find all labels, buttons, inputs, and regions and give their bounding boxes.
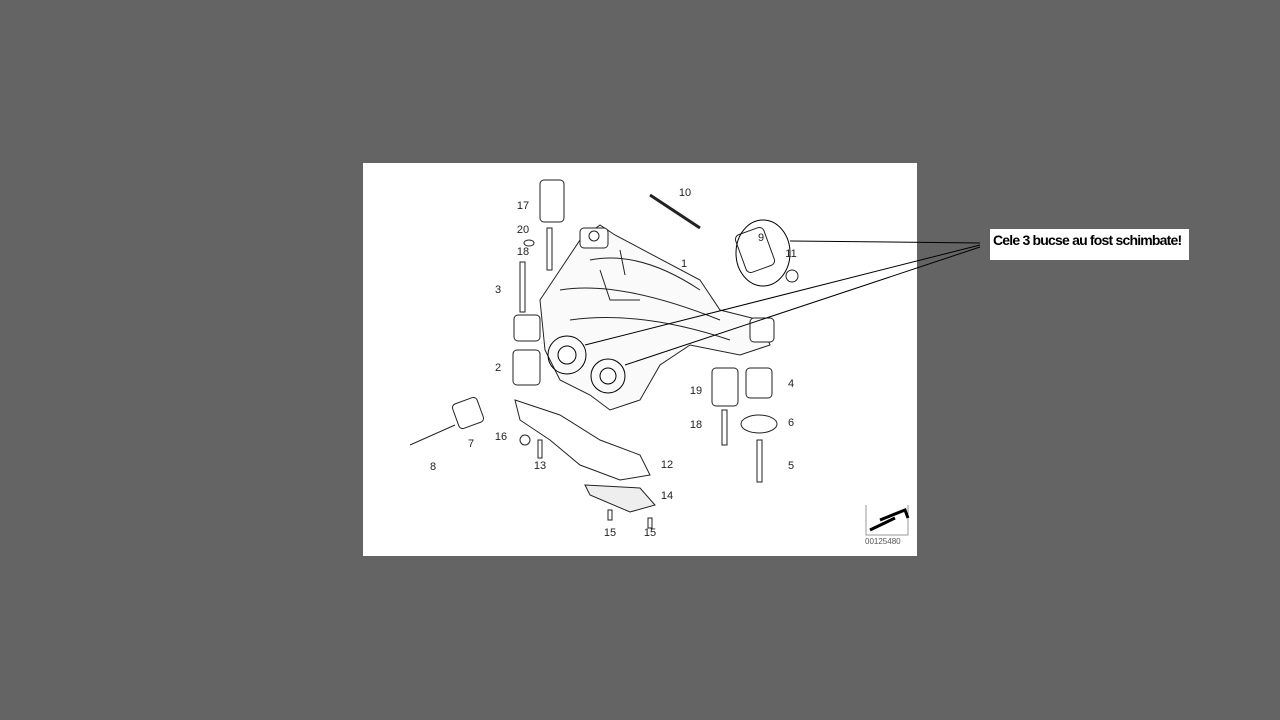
part-15a (607, 509, 613, 521)
part-12 (514, 399, 651, 481)
part-2 (512, 349, 541, 386)
part-label: 9 (757, 232, 765, 244)
part-label: 1 (680, 258, 688, 270)
bushings (409, 179, 799, 529)
part-16 (519, 434, 531, 446)
highlight-circles (547, 219, 791, 394)
highlight-circle-bushing-rear (590, 358, 626, 394)
part-label: 3 (494, 284, 502, 296)
part-15b (647, 517, 653, 529)
part-8-bolt (409, 424, 456, 446)
part-11 (785, 269, 799, 283)
part-10-bolt (649, 193, 701, 230)
part-label: 19 (689, 385, 703, 397)
part-label: 6 (787, 417, 795, 429)
part-label: 15 (643, 527, 657, 539)
part-label: 10 (678, 187, 692, 199)
part-6 (740, 414, 778, 434)
bushing-upper (513, 314, 541, 342)
part-14 (584, 484, 656, 513)
part-label: 12 (660, 459, 674, 471)
highlight-circle-bushing-front (547, 335, 587, 375)
part-label: 20 (516, 224, 530, 236)
part-label: 11 (785, 248, 797, 260)
rear-subframe (539, 224, 771, 411)
part-label: 16 (494, 431, 508, 443)
callout-annotation: Cele 3 bucse au fost schimbate! (990, 229, 1189, 260)
part-label: 18 (689, 419, 703, 431)
part-18-bolt (546, 227, 553, 271)
highlight-circle-part-9 (735, 219, 791, 287)
part-18b-bolt (721, 409, 728, 446)
part-label: 4 (787, 378, 795, 390)
part-label: 5 (787, 460, 795, 472)
part-9 (734, 226, 776, 274)
part-label: 7 (467, 438, 475, 450)
part-label: 13 (533, 460, 547, 472)
diagram-number: 00125480 (865, 537, 901, 546)
part-20 (523, 239, 535, 247)
part-label: 18 (516, 246, 530, 258)
part-label: 8 (429, 461, 437, 473)
part-3-bolt (519, 261, 526, 313)
part-4 (745, 367, 773, 399)
part-19 (711, 367, 739, 407)
part-17 (539, 179, 565, 223)
part-7 (451, 396, 485, 430)
part-label: 2 (494, 362, 502, 374)
bushing-right (749, 317, 775, 343)
part-label: 17 (516, 200, 530, 212)
direction-arrow-icon (865, 505, 910, 536)
callout-leader-lines (584, 240, 981, 366)
part-label: 15 (603, 527, 617, 539)
part-13 (537, 439, 543, 459)
part-5-bolt (756, 439, 763, 483)
part-label: 14 (660, 490, 674, 502)
